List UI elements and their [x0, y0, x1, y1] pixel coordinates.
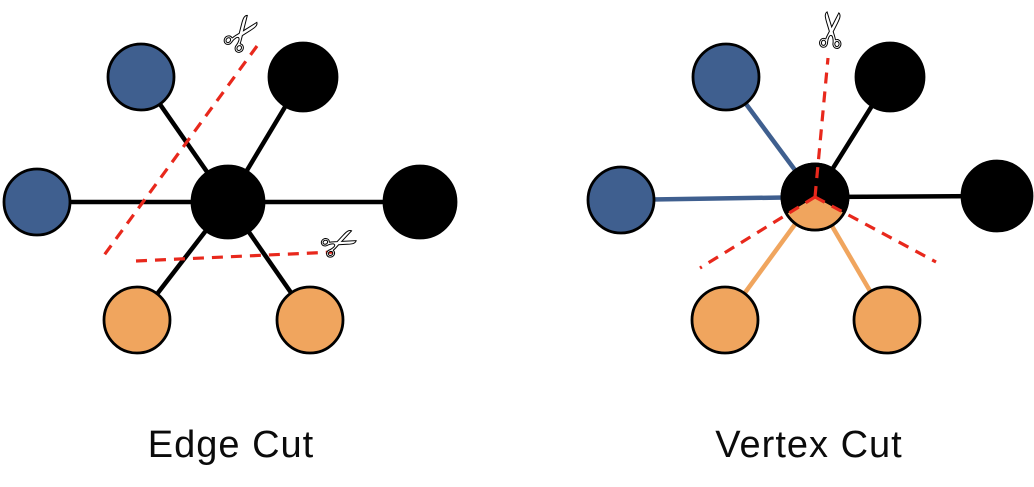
cut-line [135, 250, 335, 263]
edge-cut-label: Edge Cut [147, 424, 315, 466]
graph-node [690, 285, 760, 355]
scissors-icon: ✂ [209, 1, 278, 66]
graph-node [275, 285, 345, 355]
vertex-cut-label: Vertex Cut [715, 424, 903, 466]
center-node [190, 164, 266, 240]
graph-node [102, 285, 172, 355]
center-node-wedge [786, 197, 844, 230]
graph-node [960, 159, 1034, 233]
graph-node [382, 164, 458, 240]
graph-node [106, 42, 176, 112]
cut-line [814, 195, 937, 264]
graph-node [691, 42, 761, 112]
cut-line [813, 57, 830, 198]
graph-node [2, 167, 72, 237]
cut-line [100, 45, 259, 259]
scissors-icon: ✂ [313, 213, 368, 275]
graph-node [854, 41, 926, 113]
graph-node [852, 285, 922, 355]
scissors-icon: ✂ [803, 8, 862, 53]
graph-node [267, 41, 339, 113]
cut-line [699, 195, 816, 270]
center-node-outline [780, 162, 850, 232]
graph-node [586, 165, 656, 235]
